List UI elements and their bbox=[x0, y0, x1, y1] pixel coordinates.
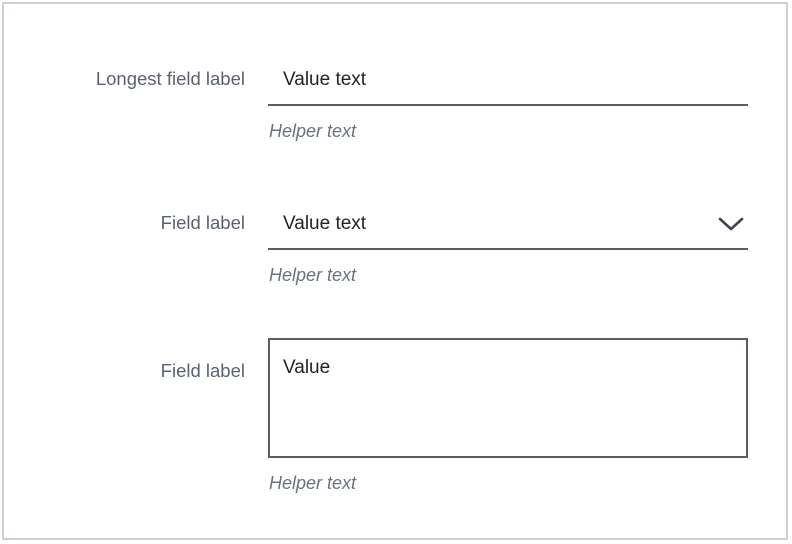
select-input[interactable]: Value text bbox=[268, 212, 748, 250]
text-input-value: Value text bbox=[283, 69, 367, 90]
chevron-down-icon[interactable] bbox=[716, 212, 746, 235]
field-control-select: Value text Helper text bbox=[268, 212, 748, 286]
helper-text: Helper text bbox=[269, 473, 357, 493]
textarea-input-value: Value bbox=[283, 357, 331, 378]
textarea-input[interactable]: Value bbox=[268, 338, 748, 458]
field-label-textarea: Field label bbox=[160, 360, 245, 381]
field-row: Longest field label Value text Helper te… bbox=[4, 68, 786, 142]
field-control-textarea: Value Helper text bbox=[268, 338, 748, 494]
field-row: Field label Value Helper text bbox=[4, 338, 786, 494]
helper-text: Helper text bbox=[269, 121, 357, 141]
field-control-text: Value text Helper text bbox=[268, 68, 748, 142]
field-row: Field label Value text Helper text bbox=[4, 212, 786, 286]
field-label-select: Field label bbox=[160, 212, 245, 233]
field-label-longest: Longest field label bbox=[95, 68, 245, 89]
helper-text: Helper text bbox=[269, 265, 357, 285]
select-input-value: Value text bbox=[283, 213, 367, 234]
text-input[interactable]: Value text bbox=[268, 68, 748, 106]
